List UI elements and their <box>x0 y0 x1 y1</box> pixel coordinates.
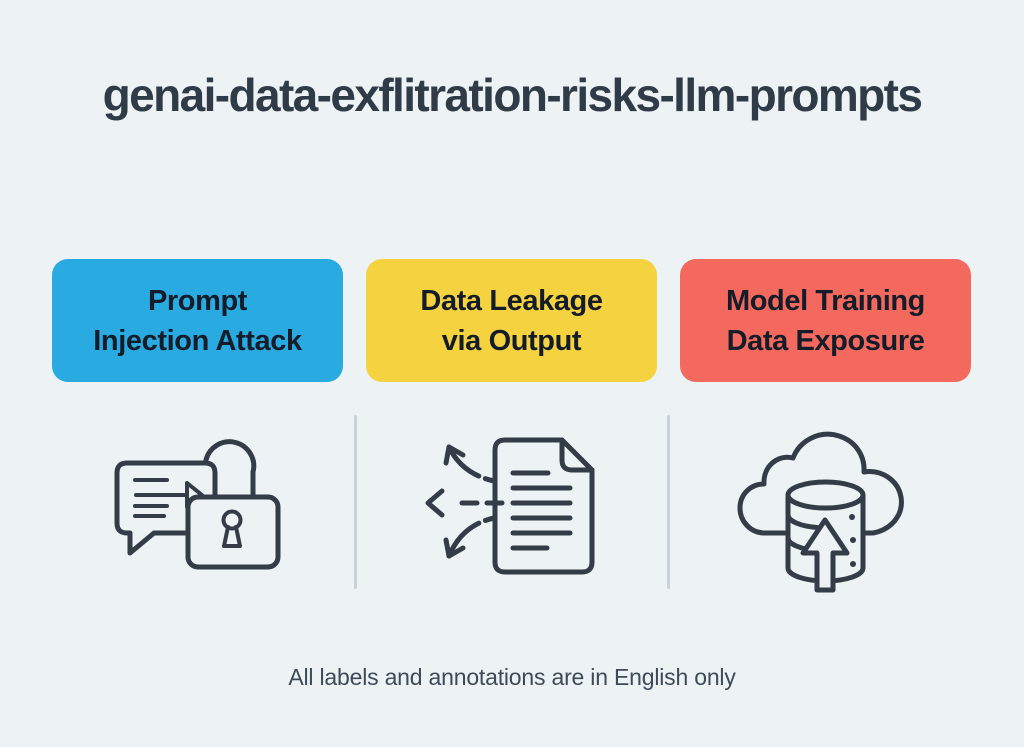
card-label-line: Data Leakage <box>420 284 603 317</box>
document-exfiltration-icon <box>425 437 595 575</box>
card-label-line: Injection Attack <box>93 324 302 357</box>
card-label-line: Prompt <box>147 284 248 317</box>
card-data-leakage: Data Leakage via Output <box>366 259 657 382</box>
footer-note: All labels and annotations are in Englis… <box>288 664 736 690</box>
card-label-line: Data Exposure <box>726 324 925 357</box>
card-label-line: via Output <box>441 324 582 357</box>
chat-unlock-icon <box>114 439 281 570</box>
card-prompt-injection: Prompt Injection Attack <box>52 259 343 382</box>
risk-cards-row: Prompt Injection Attack Data Leakage via… <box>52 259 971 382</box>
page-title: genai-data-exflitration-risks-llm-prompt… <box>102 69 923 121</box>
vertical-divider <box>354 415 357 589</box>
card-label-line: Model Training <box>725 284 925 317</box>
vertical-divider <box>667 415 670 589</box>
card-training-exposure: Model Training Data Exposure <box>680 259 971 382</box>
cloud-database-upload-icon <box>737 431 904 593</box>
